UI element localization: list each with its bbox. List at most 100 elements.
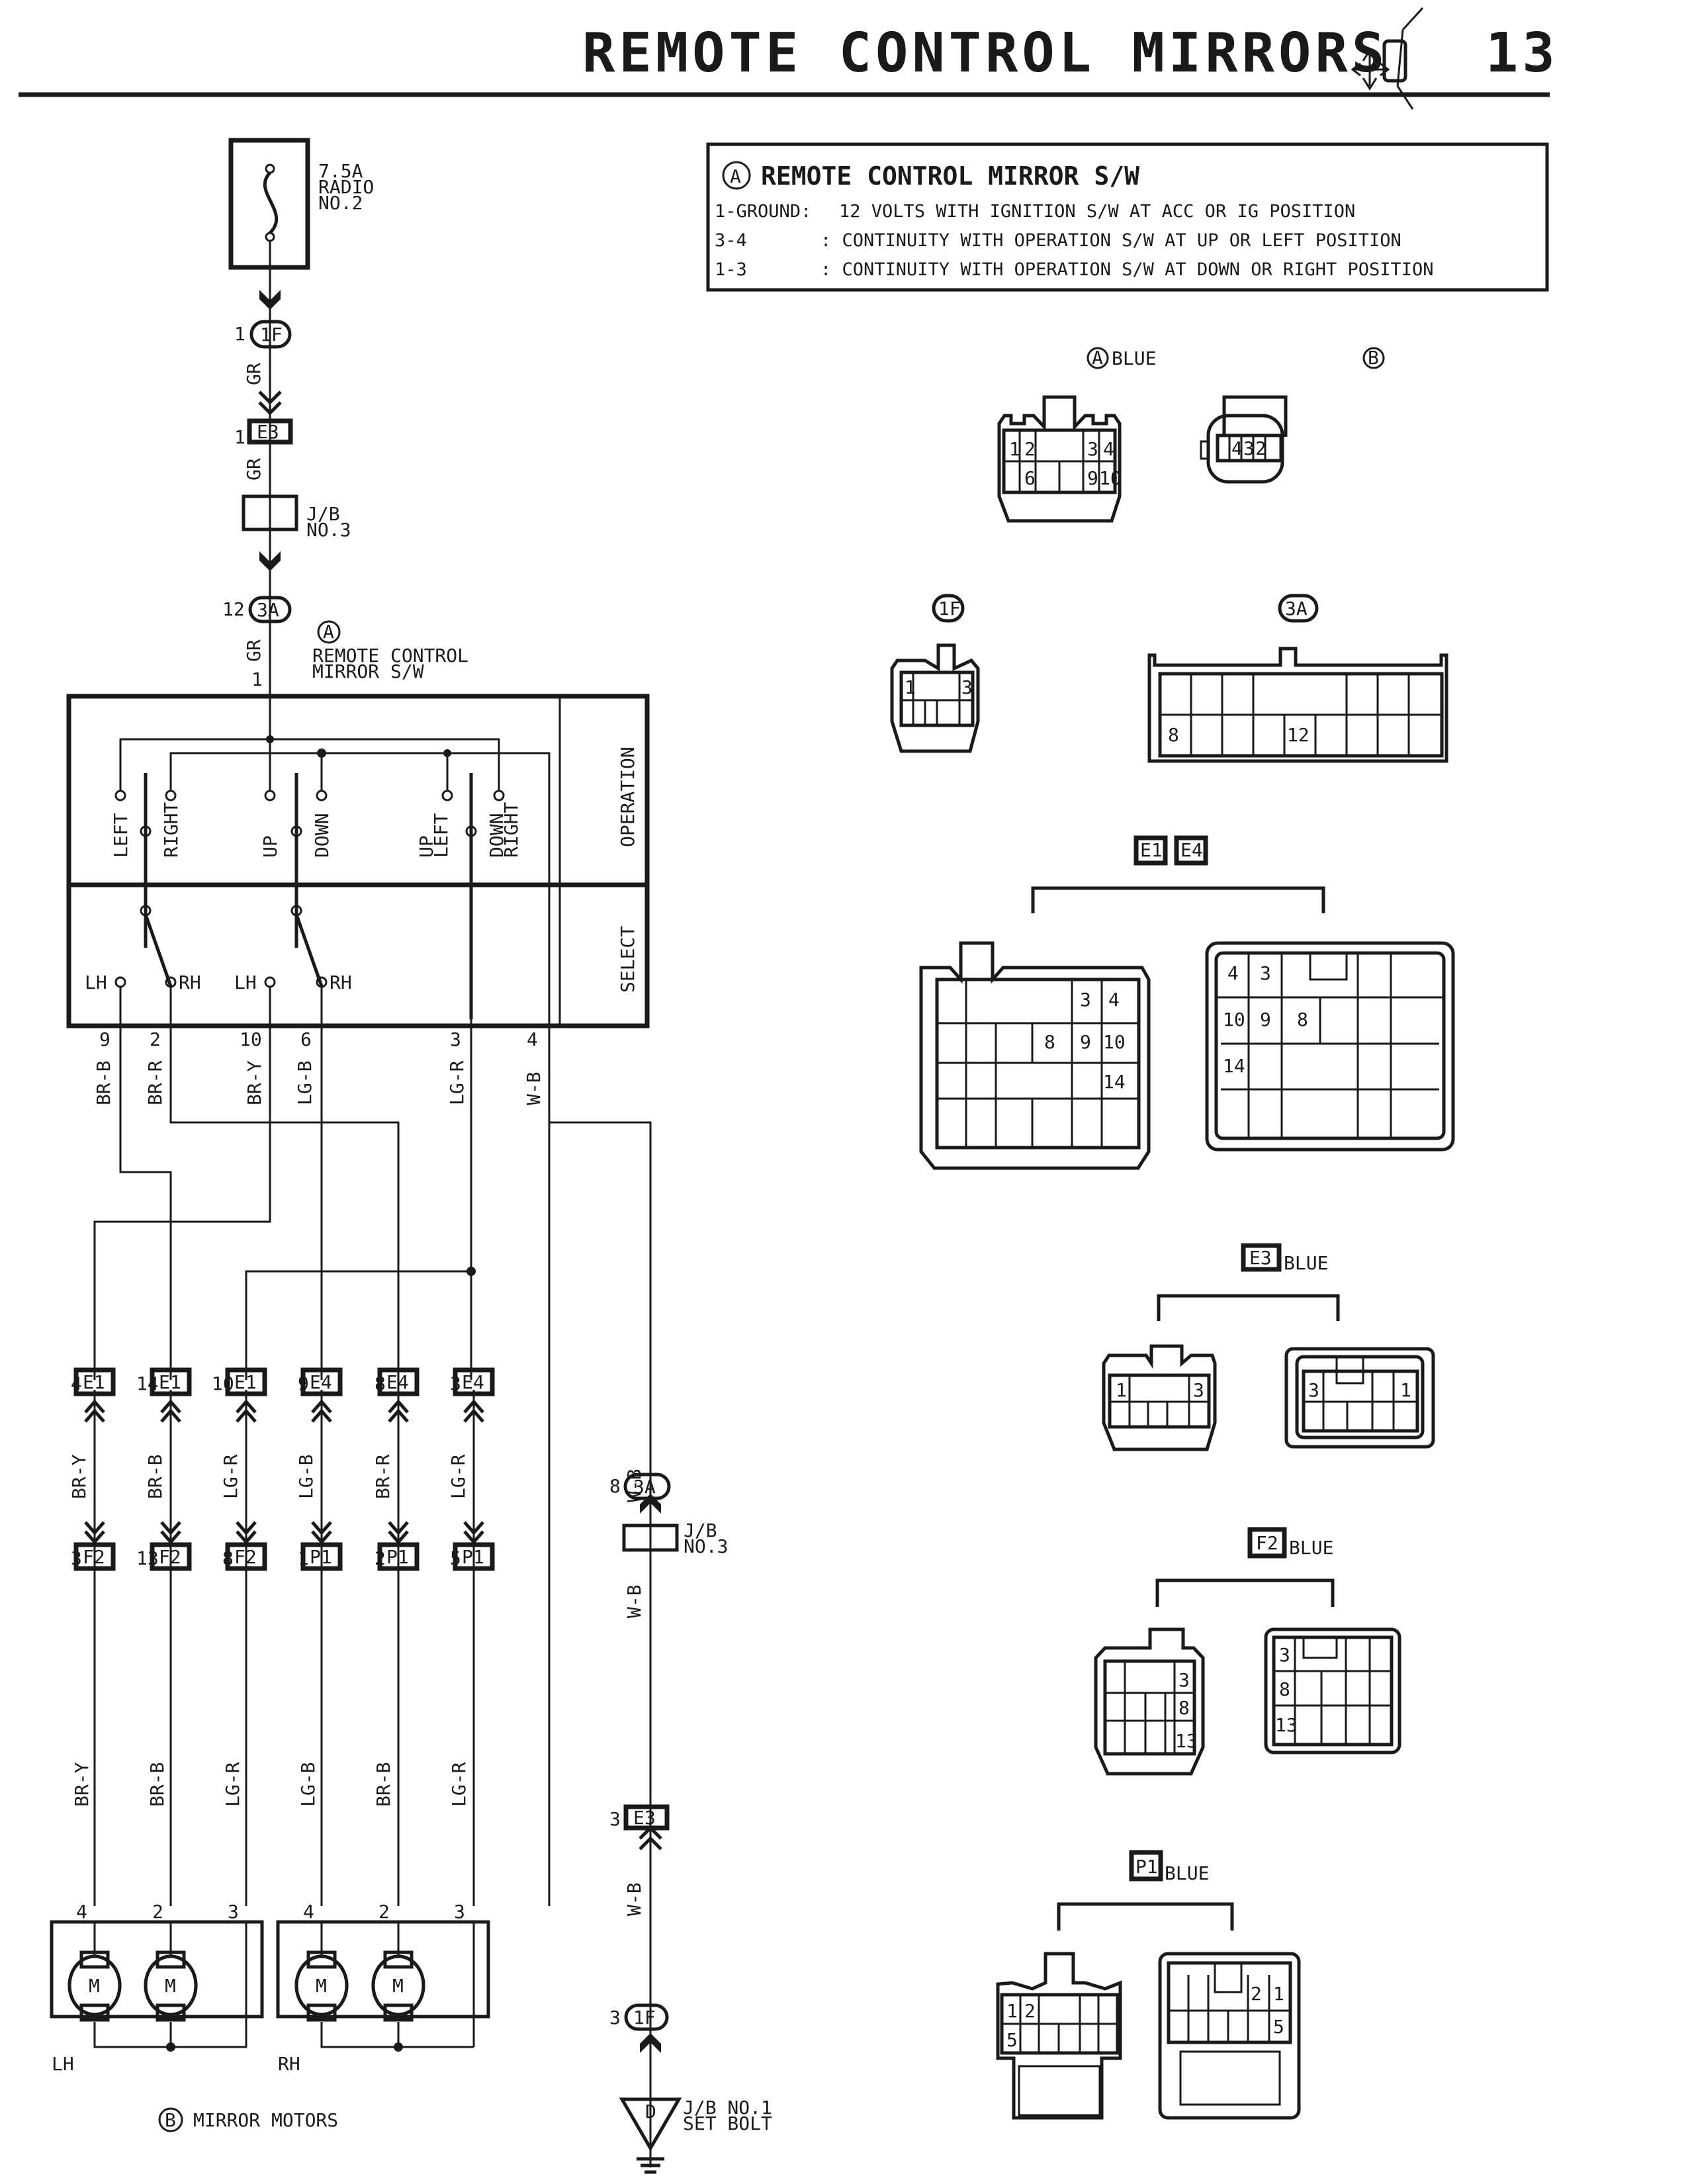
connector-1f-ground bbox=[624, 2003, 669, 2031]
svg-text:5: 5 bbox=[450, 1547, 461, 1569]
svg-text:9: 9 bbox=[1260, 1009, 1271, 1030]
svg-text:UP: UP bbox=[259, 835, 281, 858]
svg-text:14: 14 bbox=[136, 1373, 159, 1394]
svg-text:J/B: J/B bbox=[306, 503, 340, 525]
chevron-down-icon bbox=[463, 1521, 484, 1545]
svg-text:P1: P1 bbox=[1135, 1856, 1158, 1878]
svg-text:M: M bbox=[316, 1975, 327, 1997]
fuse-icon bbox=[263, 163, 279, 242]
chevron-up-icon bbox=[388, 1399, 409, 1423]
chevron-up-icon bbox=[84, 1399, 105, 1423]
svg-text:3: 3 bbox=[1080, 989, 1091, 1011]
spec-terminals-1: 1-GROUND: bbox=[715, 201, 811, 222]
svg-text:13: 13 bbox=[1175, 1730, 1198, 1752]
chevron-down-icon bbox=[311, 1521, 332, 1545]
svg-text:A: A bbox=[1092, 347, 1103, 369]
svg-text:3: 3 bbox=[1087, 438, 1098, 460]
svg-text:BR-Y: BR-Y bbox=[68, 1454, 90, 1499]
svg-text:1: 1 bbox=[1116, 1379, 1127, 1401]
svg-text:2: 2 bbox=[378, 1901, 390, 1923]
marker-a-circle bbox=[317, 620, 341, 644]
connector-views: A BLUE 1 2 3 4 6 9 10 B 4 3 2 bbox=[890, 347, 1455, 2120]
svg-text:14: 14 bbox=[1223, 1055, 1245, 1077]
svg-text:DOWN: DOWN bbox=[486, 813, 508, 858]
spec-text-2: : CONTINUITY WITH OPERATION S/W AT UP OR… bbox=[821, 230, 1401, 251]
svg-text:3: 3 bbox=[450, 1028, 461, 1050]
svg-text:MIRROR S/W: MIRROR S/W bbox=[312, 660, 424, 682]
svg-text:E1: E1 bbox=[83, 1371, 105, 1393]
svg-text:1: 1 bbox=[1006, 2000, 1018, 2022]
junction-block-3 bbox=[242, 494, 298, 531]
page-title: REMOTE CONTROL MIRRORS bbox=[582, 22, 1388, 85]
connector-view-3a: 3A 8 12 bbox=[1147, 594, 1448, 763]
svg-text:13: 13 bbox=[136, 1547, 159, 1569]
svg-text:GR: GR bbox=[243, 458, 265, 480]
connector-view-p1: P1 BLUE 1 2 5 2 1 5 bbox=[996, 1850, 1301, 2120]
svg-text:1: 1 bbox=[1400, 1379, 1411, 1401]
svg-text:2: 2 bbox=[150, 1028, 161, 1050]
svg-text:RADIO: RADIO bbox=[318, 176, 374, 198]
chevron-up-icon bbox=[463, 1399, 484, 1423]
svg-text:W-B: W-B bbox=[523, 1071, 545, 1105]
svg-text:LH: LH bbox=[234, 972, 257, 993]
svg-text:12: 12 bbox=[1287, 724, 1310, 746]
svg-text:3: 3 bbox=[450, 1373, 461, 1394]
svg-text:BR-Y: BR-Y bbox=[71, 1762, 93, 1807]
svg-text:12: 12 bbox=[222, 598, 245, 620]
svg-text:3: 3 bbox=[71, 1547, 82, 1569]
mirror-motors: BR-Y BR-B LG-R LG-B BR-B LG-R 4 2 3 4 2 … bbox=[50, 1762, 490, 2132]
connector-3a bbox=[248, 596, 292, 623]
svg-text:E4: E4 bbox=[386, 1371, 409, 1393]
svg-text:BLUE: BLUE bbox=[1112, 347, 1156, 369]
connector-view-e1-e4: E1 E4 3 4 8 9 10 14 4 3 10 9 8 14 bbox=[919, 835, 1455, 1170]
svg-text:1F: 1F bbox=[633, 2007, 656, 2028]
svg-text:DOWN: DOWN bbox=[311, 813, 333, 858]
svg-text:4: 4 bbox=[71, 1373, 82, 1394]
svg-text:RIGHT: RIGHT bbox=[160, 802, 182, 858]
connector-e1 bbox=[150, 1367, 192, 1396]
svg-text:NO.3: NO.3 bbox=[306, 519, 351, 541]
svg-text:BR-B: BR-B bbox=[144, 1455, 166, 1499]
marker-b-circle bbox=[158, 2107, 183, 2132]
svg-text:8: 8 bbox=[1178, 1697, 1190, 1719]
svg-text:LH: LH bbox=[85, 972, 107, 993]
svg-text:P1: P1 bbox=[462, 1546, 484, 1568]
svg-text:BLUE: BLUE bbox=[1165, 1862, 1209, 1884]
svg-text:4: 4 bbox=[76, 1901, 87, 1923]
svg-text:3: 3 bbox=[609, 2007, 621, 2028]
svg-text:3: 3 bbox=[1260, 962, 1271, 984]
switch-body bbox=[66, 694, 650, 1028]
motor-assembly-lh bbox=[50, 1920, 264, 2019]
svg-text:9: 9 bbox=[298, 1373, 309, 1394]
svg-text:P1: P1 bbox=[310, 1546, 332, 1568]
svg-text:4: 4 bbox=[1108, 989, 1120, 1011]
svg-text:LEFT: LEFT bbox=[110, 813, 132, 858]
svg-text:1F: 1F bbox=[260, 324, 283, 345]
svg-text:M: M bbox=[165, 1975, 176, 1997]
svg-text:7.5A: 7.5A bbox=[318, 160, 363, 182]
chevron-up-icon bbox=[311, 1399, 332, 1423]
connector-view-b: B 4 3 2 bbox=[1200, 347, 1385, 484]
svg-text:2: 2 bbox=[152, 1901, 163, 1923]
svg-text:3: 3 bbox=[609, 1808, 621, 1830]
svg-text:8: 8 bbox=[1297, 1009, 1308, 1030]
svg-text:6: 6 bbox=[300, 1028, 312, 1050]
svg-text:BR-B: BR-B bbox=[93, 1061, 114, 1105]
page-header: REMOTE CONTROL MIRRORS 13 bbox=[19, 7, 1555, 110]
chevron-down-icon bbox=[236, 1521, 257, 1545]
svg-text:BLUE: BLUE bbox=[1284, 1252, 1328, 1274]
svg-text:E3: E3 bbox=[1249, 1247, 1272, 1269]
svg-text:P1: P1 bbox=[386, 1546, 409, 1568]
connector-f2 bbox=[150, 1542, 192, 1571]
svg-text:9: 9 bbox=[1080, 1031, 1091, 1053]
svg-text:3: 3 bbox=[1279, 1644, 1290, 1666]
svg-text:SET BOLT: SET BOLT bbox=[683, 2113, 772, 2134]
svg-text:1: 1 bbox=[234, 323, 245, 345]
svg-text:LG-B: LG-B bbox=[297, 1762, 319, 1807]
svg-text:9: 9 bbox=[1087, 467, 1098, 489]
svg-text:3A: 3A bbox=[257, 599, 279, 621]
